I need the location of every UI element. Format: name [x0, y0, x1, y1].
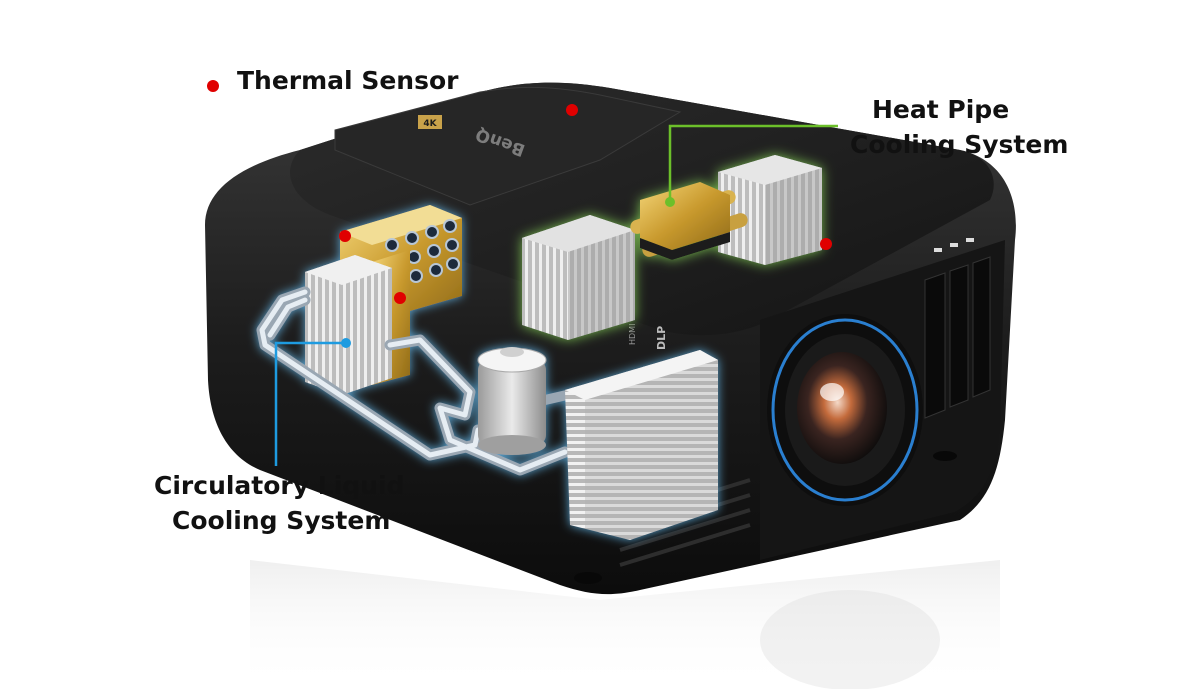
thermal-sensor-dot [339, 230, 351, 242]
projector-lens [767, 314, 923, 506]
heat-pipe-label-line1: Heat Pipe [850, 92, 1068, 127]
liquid-cooling-label-line1: Circulatory Liquid [154, 468, 404, 503]
svg-text:4K: 4K [423, 119, 437, 129]
heat-pipe-label-line2: Cooling System [850, 127, 1068, 162]
thermal-sensor-label: Thermal Sensor [237, 63, 458, 98]
coolant-reservoir [478, 347, 546, 455]
heatsink-right [718, 155, 822, 265]
liquid-cooling-label: Circulatory Liquid Cooling System [154, 468, 404, 538]
liquid-cooling-label-line2: Cooling System [154, 503, 404, 538]
thermal-sensor-dot [394, 292, 406, 304]
hdmi-logo: HDMI [628, 324, 637, 345]
heatsink-left [522, 215, 635, 340]
heat-pipe-label: Heat Pipe Cooling System [850, 92, 1068, 162]
side-vents [925, 257, 990, 418]
dlp-logo: DLP [655, 326, 668, 350]
thermal-sensor-dot [566, 104, 578, 116]
thermal-sensor-dot [207, 80, 219, 92]
thermal-sensor-dot [820, 238, 832, 250]
